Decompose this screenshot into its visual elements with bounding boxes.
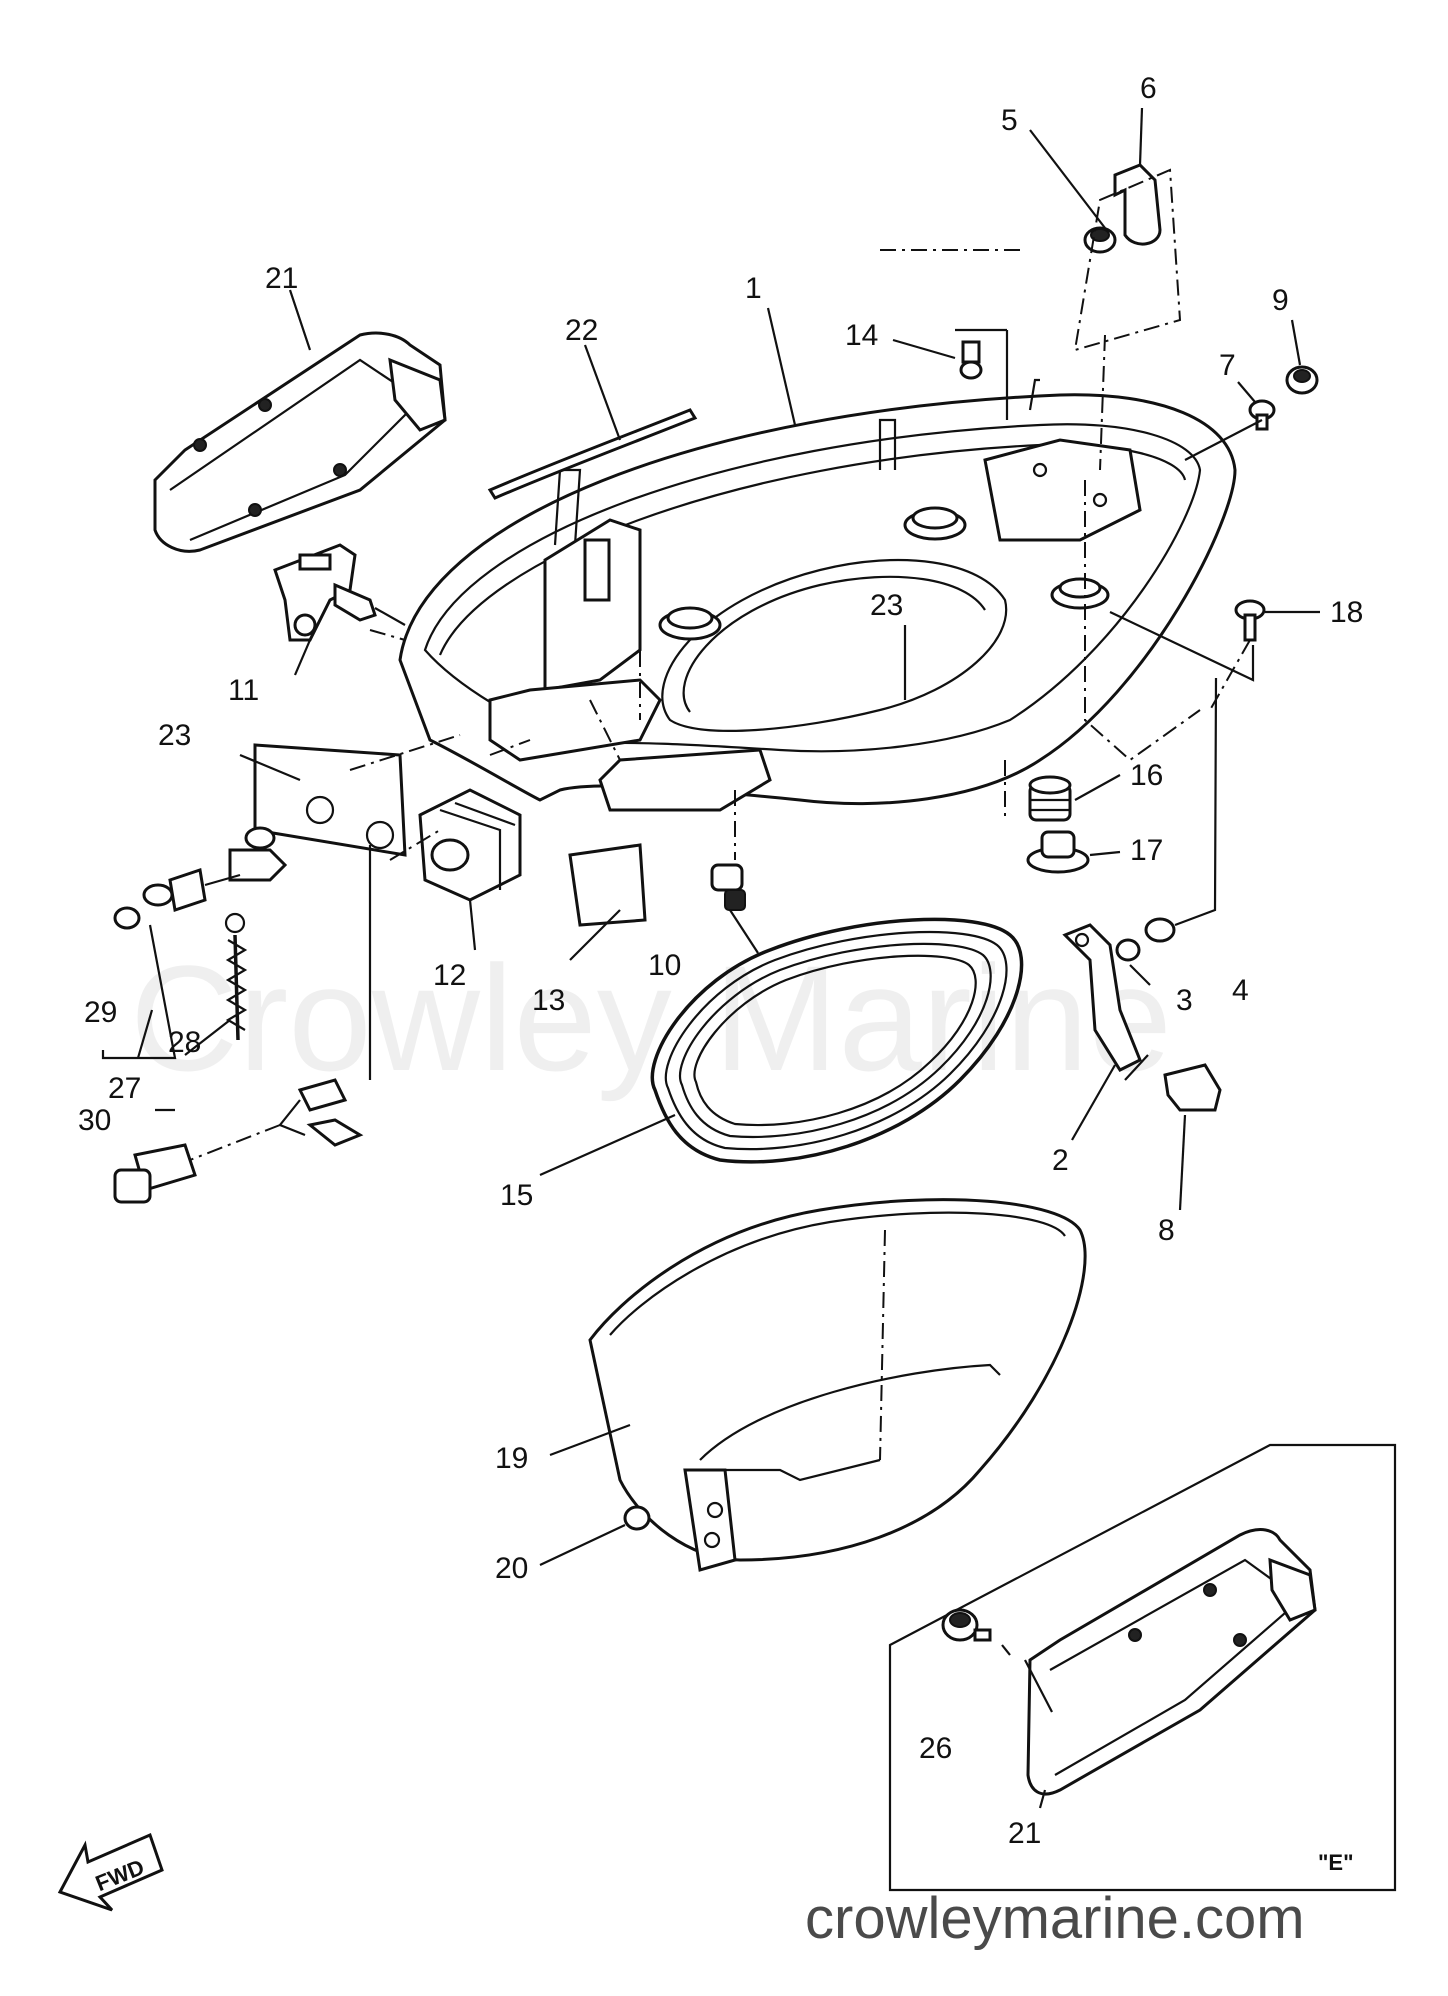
- callout-20: 20: [495, 1552, 528, 1585]
- callout-14: 14: [845, 319, 878, 352]
- callout-10: 10: [648, 949, 681, 982]
- callout-4: 4: [1232, 974, 1249, 1007]
- part-nut-4: [1144, 917, 1176, 943]
- part-clip-6: [1113, 163, 1162, 246]
- part-bottom-cowling: [398, 378, 1237, 812]
- part-washer-3: [1115, 938, 1141, 962]
- callout-1: 1: [745, 272, 762, 305]
- callout-28: 28: [168, 1026, 201, 1059]
- callout-15: 15: [500, 1179, 533, 1212]
- part-bracket-11: [273, 543, 377, 642]
- part-strip-22: [487, 408, 698, 500]
- part-cover-21-inset: [1026, 1528, 1317, 1796]
- part-cover-21-top: [153, 331, 447, 553]
- part-knob-8: [1163, 1063, 1222, 1112]
- callout-11: 11: [228, 674, 259, 707]
- callout-3: 3: [1176, 984, 1193, 1017]
- callout-16: 16: [1130, 759, 1163, 792]
- callout-22: 22: [565, 314, 598, 347]
- part-bolt-18: [1234, 599, 1266, 642]
- inset-label: "E": [1318, 1850, 1354, 1875]
- callout-23-left: 23: [158, 719, 191, 752]
- part-grommet-12: [418, 788, 522, 902]
- part-drain-10: [710, 863, 746, 911]
- part-seal-15: [650, 917, 1024, 1164]
- callout-2: 2: [1052, 1144, 1069, 1177]
- callout-17: 17: [1130, 834, 1163, 867]
- part-lever-2: [1062, 923, 1142, 1072]
- part-13: [568, 843, 647, 927]
- callout-29: 29: [84, 996, 117, 1029]
- callout-30: 30: [78, 1104, 111, 1137]
- callout-12: 12: [433, 959, 466, 992]
- part-grommet-5: [1083, 226, 1117, 254]
- leader-lines: [101, 107, 1320, 1809]
- callout-18: 18: [1330, 596, 1363, 629]
- callout-21-top: 21: [265, 262, 298, 295]
- callout-21-inset: 21: [1008, 1817, 1041, 1850]
- part-screw-7: [1248, 399, 1276, 431]
- site-url: crowleymarine.com: [805, 1886, 1305, 1951]
- callout-9: 9: [1272, 284, 1289, 317]
- callout-8: 8: [1158, 1214, 1175, 1247]
- callout-6: 6: [1140, 72, 1157, 105]
- part-plate-23: [253, 743, 407, 857]
- part-nut-9: [1285, 365, 1319, 395]
- part-nut-26: [941, 1608, 992, 1642]
- part-collar-17: [1026, 830, 1090, 874]
- callout-27: 27: [108, 1072, 141, 1105]
- part-lower-cover-19: [588, 1198, 1087, 1572]
- callout-19: 19: [495, 1442, 528, 1475]
- fwd-arrow-icon: FWD: [57, 1832, 164, 1912]
- callout-5: 5: [1001, 104, 1018, 137]
- inset-e-box: "E": [888, 1443, 1397, 1892]
- callout-labels: 1 2 3 4 5 6 7 8 9 10 11 12 13 14 15 16 1…: [78, 72, 1363, 1850]
- callout-23-floor: 23: [870, 589, 903, 622]
- part-grommet-16: [1028, 775, 1072, 822]
- callout-26: 26: [919, 1732, 952, 1765]
- callout-7: 7: [1219, 349, 1236, 382]
- callout-13: 13: [532, 984, 565, 1017]
- part-fitting-14: [959, 340, 983, 380]
- part-screw-20: [623, 1505, 651, 1531]
- part-harness-left: [113, 826, 364, 1204]
